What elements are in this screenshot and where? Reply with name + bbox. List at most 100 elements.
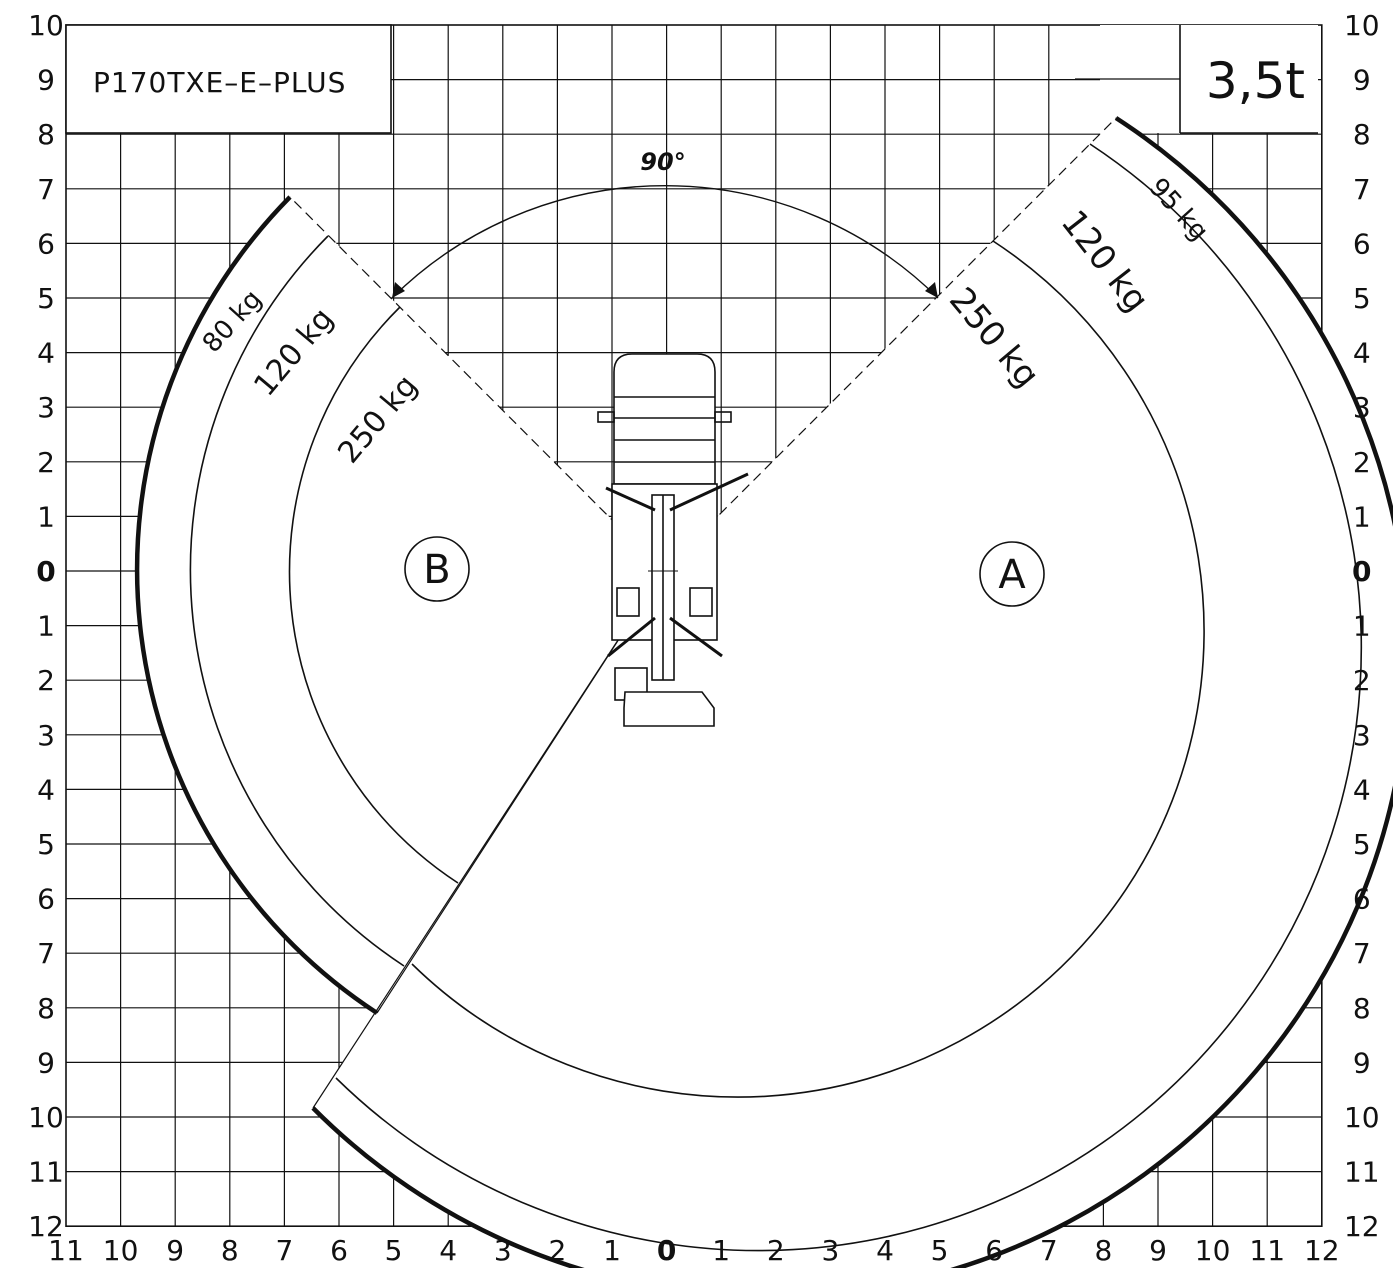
wheel-front-left (616, 587, 640, 617)
angle-indicator (391, 185, 939, 299)
y-tick-label-right: 4 (1353, 337, 1371, 370)
y-tick-label-left: 9 (37, 64, 55, 97)
boundary-b-dashed (289, 196, 664, 572)
x-tick-label: 5 (931, 1234, 949, 1267)
y-tick-label-left: 7 (37, 937, 55, 970)
zone-a-arcs (311, 116, 1393, 1268)
y-tick-label-right: 7 (1353, 173, 1371, 206)
arc-b-outer (134, 195, 379, 1015)
y-tick-label-left: 1 (37, 500, 55, 533)
truck-rear (623, 691, 715, 727)
zone-a-label: A (998, 552, 1026, 598)
y-tick-label-right: 10 (1344, 1101, 1380, 1134)
truck-cab (613, 353, 716, 485)
outrigger-rear-right (669, 616, 723, 658)
zone-a-circle (979, 541, 1045, 607)
mirror-right (714, 411, 732, 423)
envelope-fill-a (313, 118, 1393, 1268)
x-tick-label: 1 (712, 1234, 730, 1267)
arc-a-middle (335, 143, 1363, 1252)
y-tick-label-right: 6 (1353, 883, 1371, 916)
truck-top-view (597, 353, 749, 727)
x-tick-label: 2 (548, 1234, 566, 1267)
x-tick-label: 9 (1149, 1234, 1167, 1267)
boundary-a-dashed (662, 117, 1117, 572)
y-tick-label-left: 9 (37, 1046, 55, 1079)
y-tick-label-right: 12 (1344, 1210, 1380, 1243)
y-tick-label-right: 7 (1353, 937, 1371, 970)
y-tick-label-left: 8 (37, 992, 55, 1025)
y-tick-label-left: 4 (37, 337, 55, 370)
y-tick-label-left: 12 (28, 1210, 64, 1243)
y-tick-label-right: 5 (1353, 828, 1371, 861)
x-tick-label: 2 (767, 1234, 785, 1267)
y-tick-label-left: 5 (37, 828, 55, 861)
y-tick-label-right: 3 (1353, 391, 1371, 424)
working-envelope (137, 118, 1393, 1268)
capacity-label: 3,5t (1206, 52, 1305, 110)
x-tick-label: 6 (985, 1234, 1003, 1267)
outrigger-front-right (669, 472, 749, 512)
x-tick-label: 4 (876, 1234, 894, 1267)
x-tick-label: 3 (821, 1234, 839, 1267)
angle-arrow-left (392, 282, 405, 298)
y-tick-label-left: 2 (37, 664, 55, 697)
y-tick-label-right: 8 (1353, 118, 1371, 151)
zone-b-marker: B (404, 536, 470, 602)
wheel-front-right (689, 587, 713, 617)
y-tick-label-left: 11 (28, 1156, 64, 1189)
x-tick-label: 7 (275, 1234, 293, 1267)
x-tick-label: 10 (103, 1234, 139, 1267)
x-tick-label: 6 (330, 1234, 348, 1267)
angle-arc (391, 185, 939, 299)
y-tick-label-right: 5 (1353, 282, 1371, 315)
zone-b-circle (404, 536, 470, 602)
y-tick-label-left: 3 (37, 391, 55, 424)
arc-b-middle (189, 235, 405, 967)
x-tick-label: 11 (48, 1234, 84, 1267)
y-tick-label-right: 6 (1353, 227, 1371, 260)
y-tick-label-left: 2 (37, 446, 55, 479)
x-tick-label: 3 (494, 1234, 512, 1267)
y-tick-label-right: 1 (1353, 610, 1371, 643)
boundary-rear-inner (376, 570, 664, 1014)
y-tick-label-right: 2 (1353, 446, 1371, 479)
y-tick-label-right: 9 (1353, 64, 1371, 97)
arc-b-inner (288, 306, 459, 884)
x-tick-label: 0 (657, 1234, 676, 1267)
x-tick-label: 12 (1304, 1234, 1340, 1267)
y-tick-label-right: 0 (1352, 555, 1371, 588)
x-tick-label: 1 (603, 1234, 621, 1267)
angle-label: 90° (640, 148, 685, 176)
y-tick-label-right: 1 (1353, 500, 1371, 533)
y-tick-label-left: 10 (28, 1101, 64, 1134)
y-tick-label-right: 8 (1353, 992, 1371, 1025)
y-tick-label-right: 3 (1353, 719, 1371, 752)
angle-arrow-right (925, 282, 938, 298)
zone-b-label: B (423, 547, 450, 593)
x-tick-label: 5 (385, 1234, 403, 1267)
y-tick-label-left: 6 (37, 883, 55, 916)
y-tick-label-right: 4 (1353, 773, 1371, 806)
y-tick-label-left: 10 (28, 9, 64, 42)
x-tick-label: 7 (1040, 1234, 1058, 1267)
arc-a-inner (411, 240, 1205, 1098)
model-box (65, 24, 392, 134)
envelope-fill-core (289, 307, 663, 883)
x-tick-label: 8 (1094, 1234, 1112, 1267)
y-tick-label-left: 5 (37, 282, 55, 315)
y-tick-label-left: 3 (37, 719, 55, 752)
sector-boundaries (289, 117, 1117, 1109)
y-tick-label-left: 6 (37, 227, 55, 260)
outrigger-rear-left (607, 616, 656, 658)
zone-a-marker: A (979, 541, 1045, 607)
y-tick-label-right: 2 (1353, 664, 1371, 697)
y-tick-label-right: 10 (1344, 9, 1380, 42)
zone-b-arcs (134, 195, 459, 1015)
model-title: P170TXE–E–PLUS (93, 66, 346, 99)
x-tick-label: 9 (166, 1234, 184, 1267)
y-tick-label-left: 4 (37, 773, 55, 806)
